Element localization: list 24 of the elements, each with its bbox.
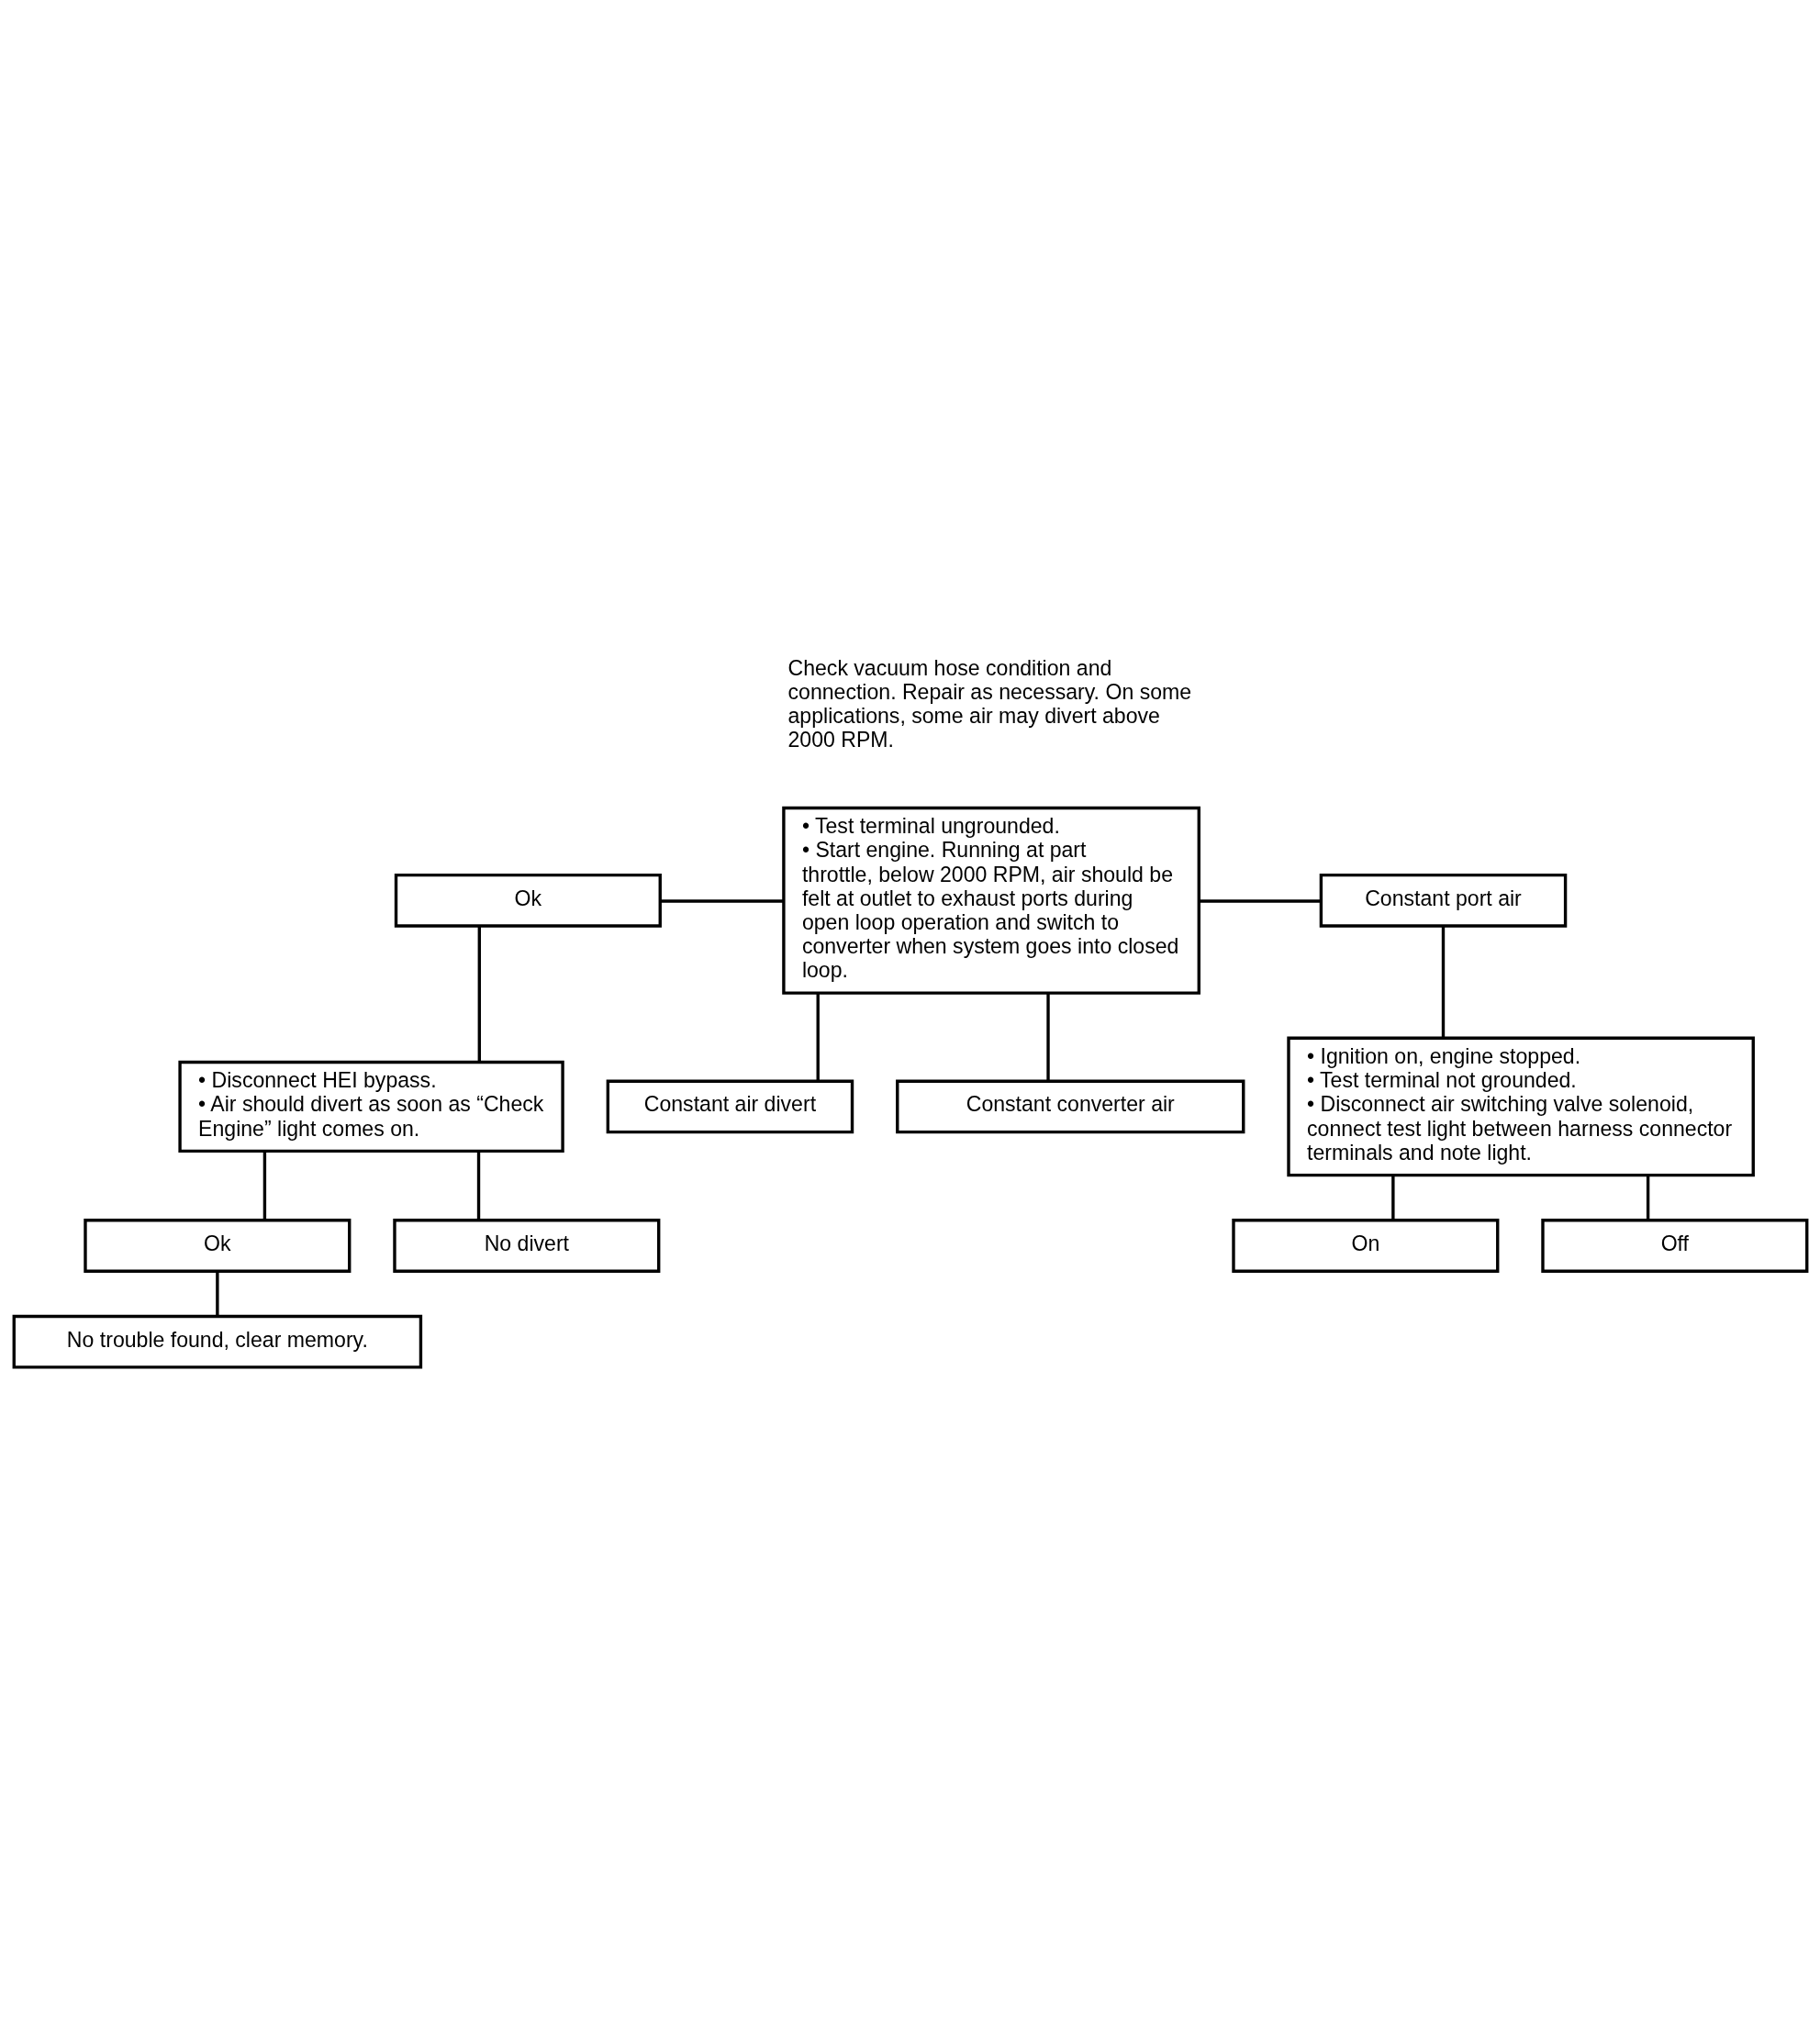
connector — [1199, 899, 1321, 903]
node-box: Ok — [83, 1219, 351, 1273]
connector — [659, 899, 783, 903]
node-box: Ok — [394, 873, 662, 928]
connector — [477, 926, 481, 1063]
node-box: No trouble found, clear memory. — [12, 1314, 422, 1369]
node-box: Constant port air — [1319, 873, 1567, 928]
connector — [262, 1151, 266, 1220]
node-box: • Ignition on, engine stopped. • Test terminal not grounded. • Disconnect air switching valve solenoid, connect test light between harness connector terminals and note light. — [1286, 1036, 1755, 1177]
connector — [1390, 1175, 1395, 1220]
connector — [1441, 926, 1445, 1039]
connector — [816, 993, 820, 1081]
connector — [215, 1271, 219, 1317]
node-box: Constant air divert — [606, 1079, 854, 1134]
node-box: • Test terminal ungrounded. • Start engine. Running at part throttle, below 2000 RPM, air should be felt at outlet to exhaust ports during open loop operation and switch to converter when system goes into closed loop. — [781, 806, 1200, 995]
connector — [1045, 993, 1050, 1081]
label: Check vacuum hose condition and connection. Repair as necessary. On some applications, some air may divert above 2000 RPM. — [787, 655, 1191, 752]
connector — [1646, 1175, 1649, 1220]
node-box: Constant converter air — [895, 1079, 1245, 1134]
connector — [476, 1151, 480, 1220]
node-box: On — [1231, 1219, 1499, 1273]
node-box: Off — [1540, 1219, 1808, 1273]
node-box: No divert — [392, 1219, 660, 1273]
node-box: • Disconnect HEI bypass. • Air should divert as soon as “Check Engine” light comes on. — [177, 1060, 564, 1153]
